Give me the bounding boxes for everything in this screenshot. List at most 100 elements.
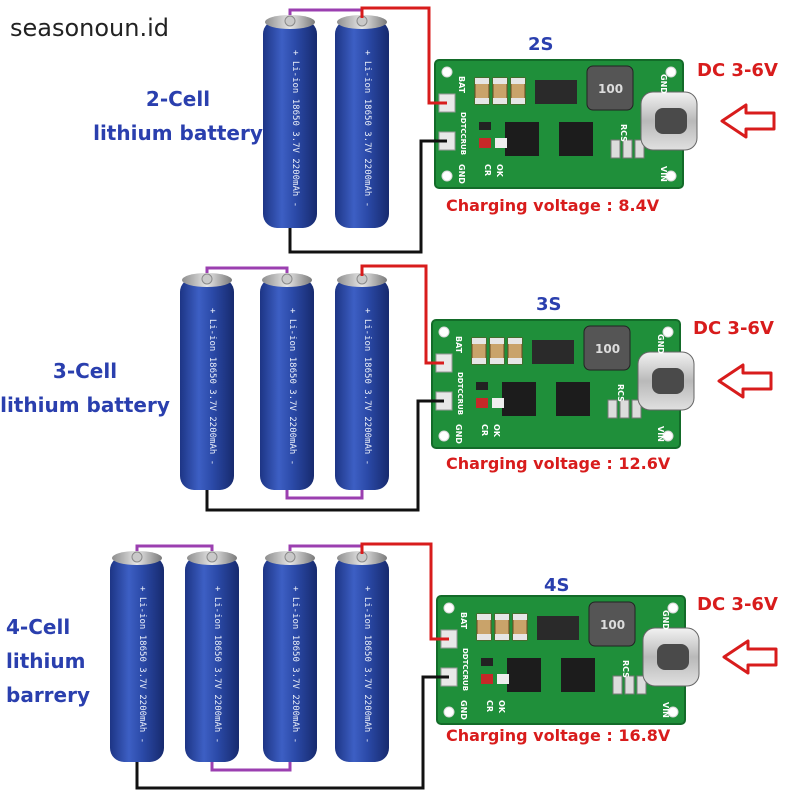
series-link-wire	[210, 758, 292, 772]
battery-print: + Li-ion 18650 3.7V 2200mAh -	[287, 308, 297, 465]
inductor-label: 100	[600, 618, 625, 632]
arrow-shape	[722, 639, 778, 675]
usb-c-opening	[657, 644, 689, 670]
smd-part	[481, 658, 493, 666]
battery-body	[335, 556, 389, 762]
mount-hole	[441, 66, 453, 78]
mount-hole	[443, 602, 455, 614]
cell-label-line: barrery	[6, 683, 91, 707]
battery-body	[260, 278, 314, 490]
battery-body	[263, 556, 317, 762]
silk-gnd-in: GND	[656, 334, 665, 354]
resistor	[622, 139, 633, 159]
positive-wire	[360, 6, 447, 105]
silk-rcs: RCS	[621, 660, 630, 678]
battery-terminal	[131, 551, 143, 563]
silk-brand: DDTCCRUB	[459, 112, 467, 155]
positive-wire	[360, 542, 449, 641]
arrow-shape	[717, 363, 773, 399]
inductor	[586, 65, 634, 111]
input-arrow	[720, 103, 776, 139]
capacitor-end	[513, 634, 527, 640]
resistor	[634, 139, 645, 159]
capacitor-end	[513, 614, 527, 620]
led	[476, 398, 488, 408]
mount-hole	[667, 706, 679, 718]
battery-cell: + Li-ion 18650 3.7V 2200mAh -	[180, 273, 234, 490]
mount-hole	[662, 326, 674, 338]
input-arrow	[717, 363, 773, 399]
input-voltage-4s: DC 3-6V	[697, 594, 778, 615]
battery-cell: + Li-ion 18650 3.7V 2200mAh -	[260, 273, 314, 490]
ic-chip	[502, 382, 536, 416]
battery-cell: + Li-ion 18650 3.7V 2200mAh -	[185, 551, 239, 762]
capacitor-end	[508, 358, 522, 364]
capacitor-end	[490, 358, 504, 364]
led	[497, 674, 509, 684]
mount-hole	[665, 170, 677, 182]
battery-cell: + Li-ion 18650 3.7V 2200mAh -	[263, 15, 317, 228]
battery-terminal	[206, 551, 218, 563]
cell-label-2s: 2-Cell lithium battery	[88, 82, 268, 150]
watermark: seasonoun.id	[10, 14, 170, 42]
resistor	[607, 399, 618, 419]
battery-cell: + Li-ion 18650 3.7V 2200mAh -	[263, 551, 317, 762]
battery-cell: + Li-ion 18650 3.7V 2200mAh -	[110, 551, 164, 762]
series-label-3s: 3S	[536, 294, 562, 315]
ic-chip	[559, 122, 593, 156]
diode	[532, 340, 574, 364]
series-label-2s: 2S	[528, 34, 554, 55]
capacitor-end	[511, 98, 525, 104]
capacitor-end	[493, 78, 507, 84]
led	[492, 398, 504, 408]
resistor	[636, 675, 647, 695]
mount-hole	[443, 706, 455, 718]
mount-hole	[441, 170, 453, 182]
silk-brand: DDTCCRUB	[456, 372, 464, 415]
battery-terminal	[284, 551, 296, 563]
capacitor-end	[495, 614, 509, 620]
ic-chip	[561, 658, 595, 692]
capacitor-end	[477, 614, 491, 620]
negative-wire	[135, 675, 449, 790]
usb-c-opening	[655, 108, 687, 134]
ic-chip	[556, 382, 590, 416]
battery-print: + Li-ion 18650 3.7V 2200mAh -	[362, 586, 372, 743]
charging-voltage-3s: Charging voltage : 12.6V	[446, 454, 671, 473]
resistor	[631, 399, 642, 419]
capacitor-end	[477, 634, 491, 640]
silk-cr: CR	[480, 424, 489, 436]
charging-voltage-2s: Charging voltage : 8.4V	[446, 196, 660, 215]
silk-gnd-in: GND	[661, 610, 670, 630]
battery-print: + Li-ion 18650 3.7V 2200mAh -	[362, 308, 372, 465]
cell-label-line: lithium battery	[0, 393, 170, 417]
smd-part	[476, 382, 488, 390]
capacitor-end	[495, 634, 509, 640]
cell-label-line: lithium battery	[93, 121, 263, 145]
negative-wire	[288, 139, 447, 254]
battery-print: + Li-ion 18650 3.7V 2200mAh -	[207, 308, 217, 465]
silk-gnd-in: GND	[659, 74, 668, 94]
inductor	[588, 601, 636, 647]
mount-hole	[665, 66, 677, 78]
battery-print: + Li-ion 18650 3.7V 2200mAh -	[137, 586, 147, 743]
input-voltage-3s: DC 3-6V	[693, 318, 774, 339]
charging-voltage-4s: Charging voltage : 16.8V	[446, 726, 671, 745]
led	[481, 674, 493, 684]
cell-label-3s: 3-Cell lithium battery	[0, 354, 170, 422]
capacitor-end	[472, 358, 486, 364]
mount-hole	[662, 430, 674, 442]
battery-cell: + Li-ion 18650 3.7V 2200mAh -	[335, 15, 389, 228]
resistor	[610, 139, 621, 159]
capacitor-end	[493, 98, 507, 104]
silk-gnd: GND	[459, 700, 468, 720]
silk-bat: BAT	[459, 612, 468, 630]
silk-vin: VIN	[659, 166, 668, 182]
battery-print: + Li-ion 18650 3.7V 2200mAh -	[290, 586, 300, 743]
capacitor-end	[475, 78, 489, 84]
negative-wire	[205, 399, 444, 512]
battery-body	[185, 556, 239, 762]
